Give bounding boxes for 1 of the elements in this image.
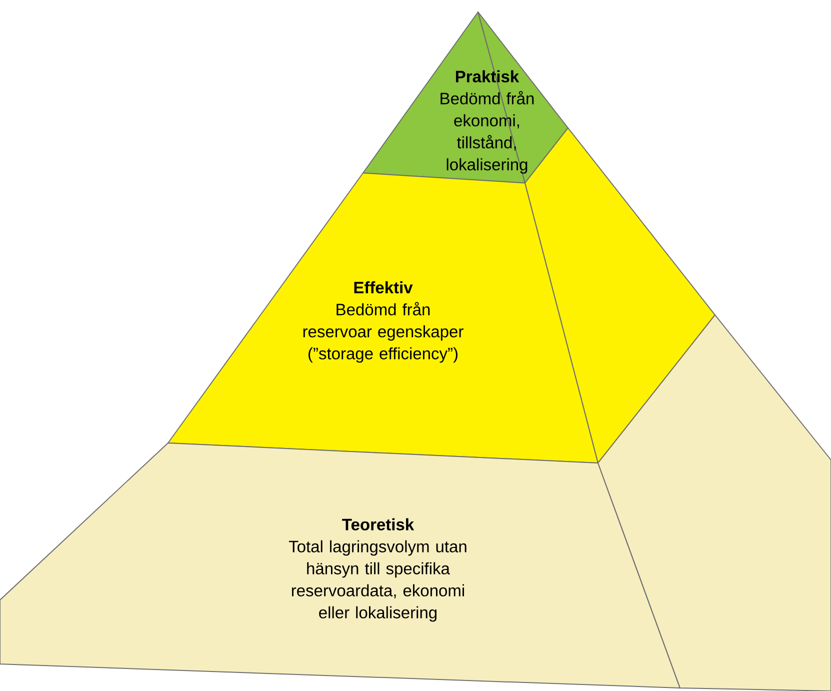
pyramid-band: Praktisk Bedömd från ekonomi, tillstånd, lokalisering — [362, 12, 568, 184]
